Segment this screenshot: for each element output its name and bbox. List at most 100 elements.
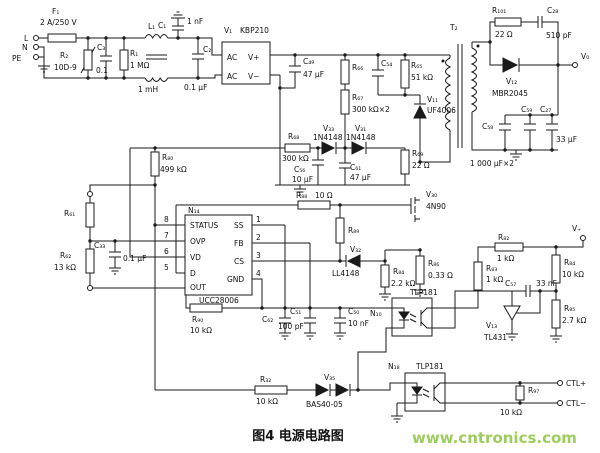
- terminals: [33, 35, 586, 406]
- label-v33-ref: V₃₃: [323, 124, 334, 133]
- diode-v11: [413, 103, 427, 119]
- label-n18-val: TLP181: [415, 362, 444, 371]
- capacitor-c59: [524, 123, 536, 131]
- label-r62-ref: R₆₂: [60, 251, 71, 260]
- optocoupler-n10: [391, 297, 433, 337]
- resistor-r62: [85, 248, 95, 274]
- label-c1-ref: C₁: [158, 21, 166, 30]
- label-c59-ref: C₅₉: [521, 105, 532, 114]
- label-pin-ss: SS: [234, 221, 244, 230]
- resistor-r66: [340, 59, 350, 85]
- capacitor-c1: [172, 25, 184, 31]
- terminal-ctl-minus: [557, 400, 563, 406]
- resistor-r65: [400, 59, 410, 89]
- label-c2-ref: C₂: [203, 45, 211, 54]
- label-c27-val: 33 μF: [556, 135, 577, 144]
- diode-v35: [315, 383, 351, 397]
- resistor-r61: [85, 202, 95, 228]
- label-pin-fb: FB: [234, 239, 243, 248]
- label-r88-val: 10 Ω: [315, 191, 333, 200]
- label-v13-ref: V₁₃: [486, 321, 497, 330]
- label-n18-ref: N₁₈: [388, 362, 400, 371]
- capacitor-c28: [537, 16, 543, 28]
- label-c61-ref: C₆₁: [350, 163, 361, 172]
- label-pin-out: OUT: [190, 283, 206, 292]
- label-r85-ref: R₈₅: [564, 304, 575, 313]
- resistor-r88: [297, 200, 331, 210]
- shunt-regulator-v13: [503, 305, 521, 322]
- label-c3-val: 0.1: [96, 66, 108, 75]
- resistor-r86: [415, 255, 425, 285]
- label-pin7: 7: [164, 231, 169, 240]
- label-r86-ref: R₈₆: [428, 259, 439, 268]
- watermark: www.cntronics.com: [412, 429, 577, 447]
- label-r84-sense-ref: R₈₄: [393, 267, 404, 276]
- label-r88-ref: R₈₈: [296, 191, 307, 200]
- label-term-pe: PE: [12, 54, 22, 63]
- label-pin4: 4: [256, 269, 261, 278]
- resistor-r1: [119, 49, 129, 71]
- label-v35-ref: V₃₅: [324, 373, 335, 382]
- label-pin-d: D: [190, 269, 196, 278]
- resistor-r69: [400, 149, 410, 175]
- label-r80-ref: R₈₀: [162, 153, 173, 162]
- label-c62-ref: C₆₂: [262, 315, 273, 324]
- label-r101-ref: R₁₀₁: [492, 6, 506, 15]
- label-ic-name: UCC28006: [199, 296, 239, 305]
- resistor-r32: [254, 385, 288, 395]
- label-r1-ref: R₁: [130, 49, 138, 58]
- label-term-n: N: [22, 43, 28, 52]
- label-vplus: V₊: [572, 224, 581, 233]
- label-v12-ref: V₁₂: [506, 77, 517, 86]
- label-c1-val: 1 nF: [187, 17, 203, 26]
- resistor-r85: [551, 299, 561, 329]
- diode-v12: [502, 57, 520, 73]
- label-r66-ref: R₆₆: [352, 63, 363, 72]
- capacitor-c58: [499, 123, 511, 131]
- capacitor-c33: [109, 251, 121, 258]
- label-v30-val: 4N90: [426, 202, 446, 211]
- label-c50-ref: C₅₀: [348, 307, 359, 316]
- label-r32-val: 10 kΩ: [256, 397, 278, 406]
- test-point-bottom: [87, 285, 93, 291]
- label-r83-val: 1 kΩ: [486, 275, 503, 284]
- label-c2-val: 0.1 μF: [184, 83, 207, 92]
- capacitor-c50: [334, 317, 346, 324]
- label-c58-ref: C₅₈: [482, 122, 493, 131]
- label-c50-val: 10 nF: [348, 319, 369, 328]
- label-r65-val: 51 kΩ: [411, 73, 433, 82]
- label-c3-ref: C₃: [97, 43, 105, 52]
- label-v30-ref: V₃₀: [426, 190, 437, 199]
- capacitor-c61: [339, 162, 351, 169]
- label-r85-val: 2.7 kΩ: [562, 316, 587, 325]
- label-r84-div-ref: R₈₄: [564, 258, 575, 267]
- diode-v31: [351, 141, 367, 155]
- label-n10-val: TLP181: [409, 288, 438, 297]
- label-r69-ref: R₆₉: [412, 149, 423, 158]
- terminal-n: [33, 44, 39, 50]
- label-v35-val: BAS40-05: [306, 400, 343, 409]
- label-n14-ref: N₁₄: [188, 206, 200, 215]
- label-n10-ref: N₁₀: [370, 309, 382, 318]
- optocoupler-n18: [404, 372, 446, 412]
- label-r97-val: 10 kΩ: [500, 408, 522, 417]
- label-r101-val: 22 Ω: [495, 30, 513, 39]
- labels: F₁ 2 A/250 V L N PE R₂ 10D-9 C₃ 0.1 R₁ 1…: [12, 6, 589, 417]
- label-r84-div-val: 10 kΩ: [562, 270, 584, 279]
- capacitor-c57: [525, 285, 531, 297]
- label-f1-ref: F₁: [52, 7, 59, 16]
- label-v31-ref: V₃₁: [355, 124, 366, 133]
- resistor-r101: [494, 17, 522, 27]
- label-bridge-vplus: V+: [248, 53, 259, 62]
- diode-v33: [321, 141, 337, 155]
- label-f1-val: 2 A/250 V: [40, 18, 78, 27]
- label-ctl-minus: CTL−: [566, 399, 586, 408]
- label-r82-ref: R₈₂: [498, 233, 509, 242]
- label-r2-val: 10D-9: [54, 63, 77, 72]
- label-r2-ref: R₂: [60, 51, 68, 60]
- capacitor-c27: [546, 123, 558, 131]
- label-c57-ref: C₅₇: [505, 279, 516, 288]
- label-ctl-plus: CTL+: [566, 379, 586, 388]
